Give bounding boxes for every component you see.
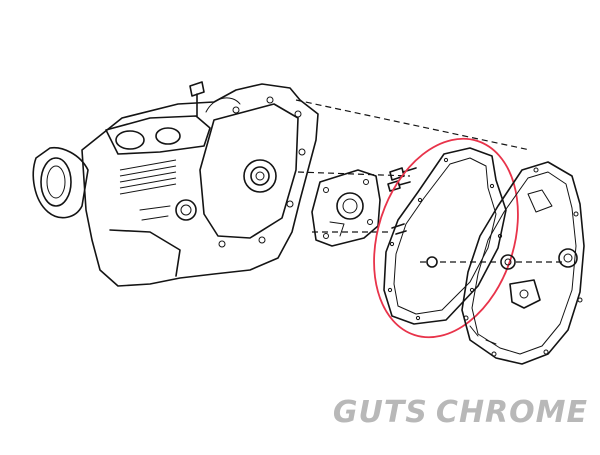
- primary-cover-icon: [461, 161, 585, 365]
- brand-word-left: GUTS: [332, 394, 428, 430]
- brand-logo: GUTS CHROME: [333, 392, 588, 432]
- inner-cover-plate-icon: [311, 169, 381, 247]
- gasket-icon: [383, 147, 507, 325]
- engine-crankcase-icon: [32, 81, 319, 287]
- brand-word-right: CHROME: [435, 394, 588, 430]
- highlight-ellipse: [373, 137, 519, 339]
